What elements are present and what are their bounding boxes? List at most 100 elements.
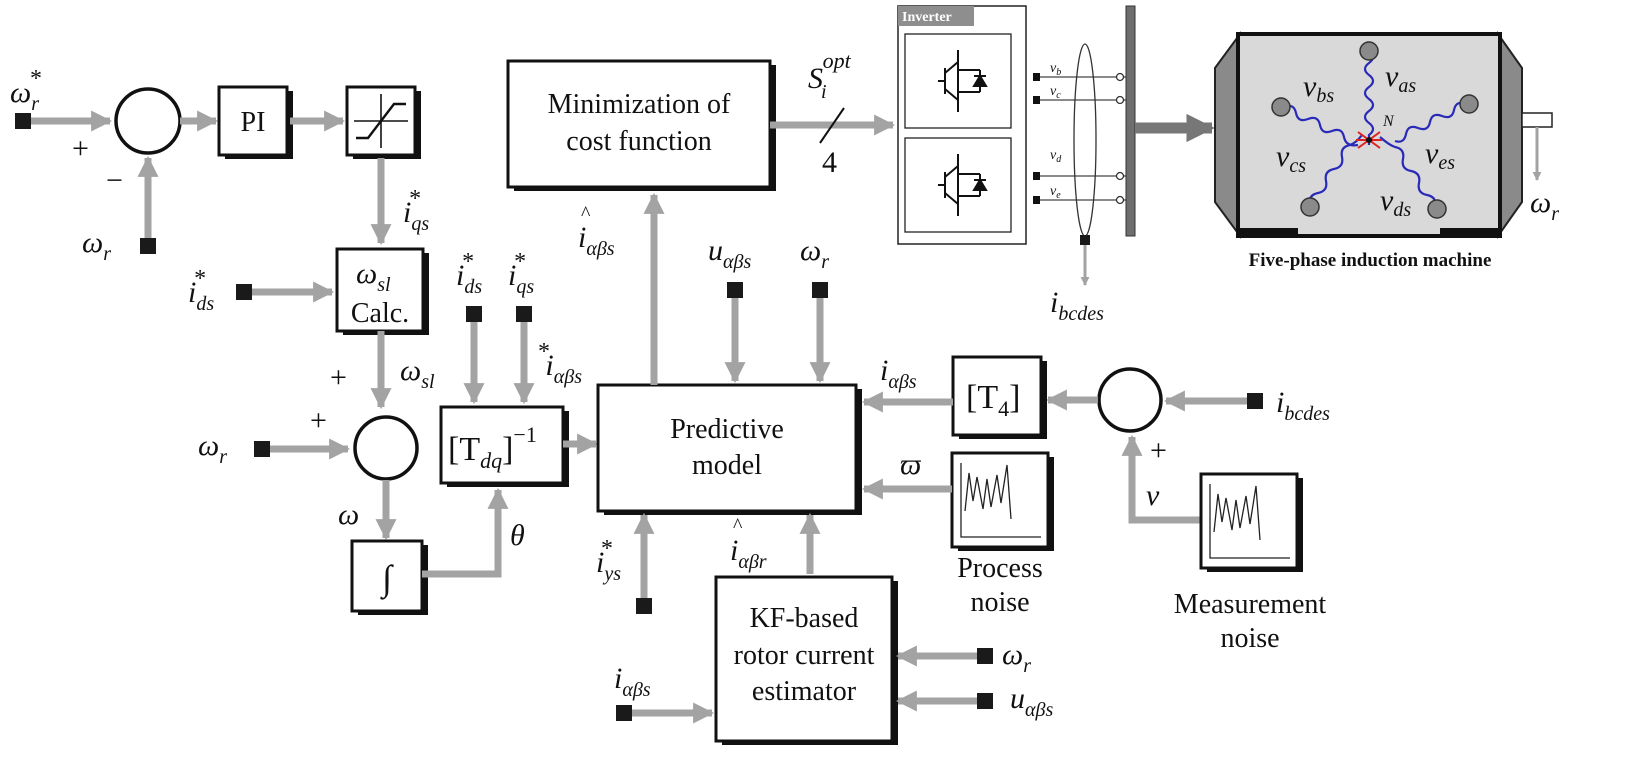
- igbt-icon-upper: [938, 50, 988, 112]
- summing-junction-measurement: [1097, 367, 1163, 433]
- omega-r-label-top: ωr: [800, 234, 829, 273]
- current-sensor-terminal: [1080, 235, 1090, 245]
- terminal-c: [1300, 197, 1320, 217]
- neutral-point-icon: [1356, 131, 1382, 149]
- omega-sl-label: ωsl: [400, 354, 435, 393]
- nu-label: ν: [1146, 479, 1160, 512]
- ves-label: ves: [1425, 137, 1455, 174]
- i-bcdes-label-right: ibcdes: [1276, 386, 1330, 425]
- omega-r-label-machine: ωr: [1530, 186, 1559, 225]
- slip-calc-symbol: ωsl: [356, 257, 391, 296]
- kf-estimator-line3: estimator: [752, 676, 857, 707]
- pi-label: PI: [241, 107, 266, 138]
- omega-r-label-kf: ωr: [1002, 638, 1031, 677]
- measurement-noise-line2: noise: [1220, 623, 1279, 654]
- saturation-icon: [354, 94, 408, 148]
- predictive-model-block: [596, 383, 858, 513]
- omega-r-ref-terminal: [15, 113, 31, 129]
- integrator-block: [350, 539, 424, 613]
- process-noise-line1: Process: [957, 553, 1043, 584]
- omega-r-terminal-top: [812, 282, 828, 298]
- omega-r-feedback-terminal: [140, 238, 156, 254]
- vd-label: vd: [1050, 148, 1062, 165]
- ids-ref-label-left: ids*: [188, 266, 214, 315]
- machine-shaft: [1521, 112, 1553, 128]
- neutral-label: N: [1382, 113, 1395, 130]
- inverse-park-label: [Tdq]−1: [448, 422, 537, 473]
- predictive-model-line1: Predictive: [670, 414, 784, 445]
- vbs-label: vbs: [1303, 70, 1334, 107]
- ids-ref-terminal-mid: [466, 306, 482, 322]
- terminal-d: [1427, 199, 1447, 219]
- omega-r-feedback-label: ωr: [82, 226, 111, 265]
- i-alphabeta-s-feedback-label: iαβs: [880, 354, 917, 393]
- inverter-output-lines: [1033, 72, 1126, 205]
- iys-ref-label: iys*: [596, 536, 621, 585]
- dc-bus-bar: [1125, 5, 1136, 237]
- transform-t4-label: [T4]: [966, 379, 1020, 421]
- varpi-label: ϖ: [900, 448, 922, 481]
- i-alphabeta-r-hat-label: iαβr: [730, 534, 767, 573]
- terminal-e: [1459, 94, 1479, 114]
- i-alphabeta-s-hat-label: iαβs: [578, 221, 615, 260]
- ids-ref-label-mid: ids*: [456, 249, 482, 298]
- omega-label: ω: [338, 498, 359, 531]
- iqs-ref-label-mid: iqs*: [508, 249, 534, 298]
- kf-estimator-block: [714, 575, 894, 743]
- kf-estimator-line1: KF-based: [750, 603, 859, 634]
- slip-calc-block: [335, 247, 425, 333]
- u-alphabeta-s-label-kf: uαβs: [1010, 682, 1053, 721]
- inverse-park-block: [439, 405, 565, 485]
- noise-waveform-icon-measurement: [1209, 484, 1290, 559]
- ids-ref-terminal-left: [236, 284, 252, 300]
- vds-label: vds: [1380, 184, 1411, 221]
- noise-waveform-icon-process: [960, 463, 1041, 538]
- vas-label: vas: [1385, 60, 1416, 97]
- machine-foot-left: [1238, 228, 1298, 238]
- machine-foot-right: [1440, 228, 1500, 238]
- sum2-plus-top: +: [330, 361, 347, 394]
- summing-junction-omega: [353, 415, 419, 481]
- hat-2: ^: [733, 515, 743, 537]
- iqs-ref-terminal-mid: [516, 306, 532, 322]
- omega-r-terminal-mid: [254, 441, 270, 457]
- stator-winding-coils: [1283, 50, 1467, 208]
- u-alphabeta-s-terminal-kf: [977, 693, 993, 709]
- process-noise-line2: noise: [970, 587, 1029, 618]
- slip-calc-label: Calc.: [351, 298, 409, 329]
- vb-label: vb: [1050, 61, 1061, 78]
- i-alphabeta-s-ref-label: iαβs*: [538, 339, 582, 388]
- sum3-plus: +: [1150, 434, 1167, 467]
- cost-function-block: [506, 59, 772, 189]
- omega-r-terminal-kf: [977, 648, 993, 664]
- u-alphabeta-s-label-top: uαβs: [708, 234, 751, 273]
- bus-slash: [819, 107, 845, 144]
- sum2-plus-left: +: [310, 404, 327, 437]
- i-alphabeta-s-terminal-kf: [616, 705, 632, 721]
- cost-function-line1: Minimization of: [548, 89, 731, 120]
- terminal-b: [1271, 97, 1291, 117]
- predictive-model-line2: model: [692, 450, 762, 481]
- i-bcdes-terminal-right: [1247, 393, 1263, 409]
- transform-t4-block: [951, 355, 1043, 437]
- vcs-label: vcs: [1276, 140, 1306, 177]
- current-sensor-loop: [1073, 43, 1097, 237]
- pi-controller-block: [217, 85, 289, 157]
- theta-label: θ: [510, 519, 525, 552]
- i-alphabeta-s-label-kf: iαβs: [614, 662, 651, 701]
- machine-title: Five-phase induction machine: [1249, 250, 1492, 271]
- measurement-noise-line1: Measurement: [1174, 589, 1327, 620]
- i-bcdes-label-top: ibcdes: [1050, 286, 1104, 325]
- sum1-plus: +: [72, 132, 89, 165]
- summing-junction-speed: [114, 87, 182, 155]
- ve-label: ve: [1050, 184, 1061, 201]
- s-opt-label: Siopt: [808, 48, 852, 103]
- u-alphabeta-s-terminal-top: [727, 282, 743, 298]
- integrator-symbol: ∫: [380, 558, 394, 600]
- hat-1: ^: [581, 203, 591, 225]
- terminal-a: [1359, 41, 1379, 61]
- igbt-icon-lower: [938, 154, 988, 216]
- inverter-title-bg: [898, 6, 974, 26]
- iys-ref-terminal: [636, 598, 652, 614]
